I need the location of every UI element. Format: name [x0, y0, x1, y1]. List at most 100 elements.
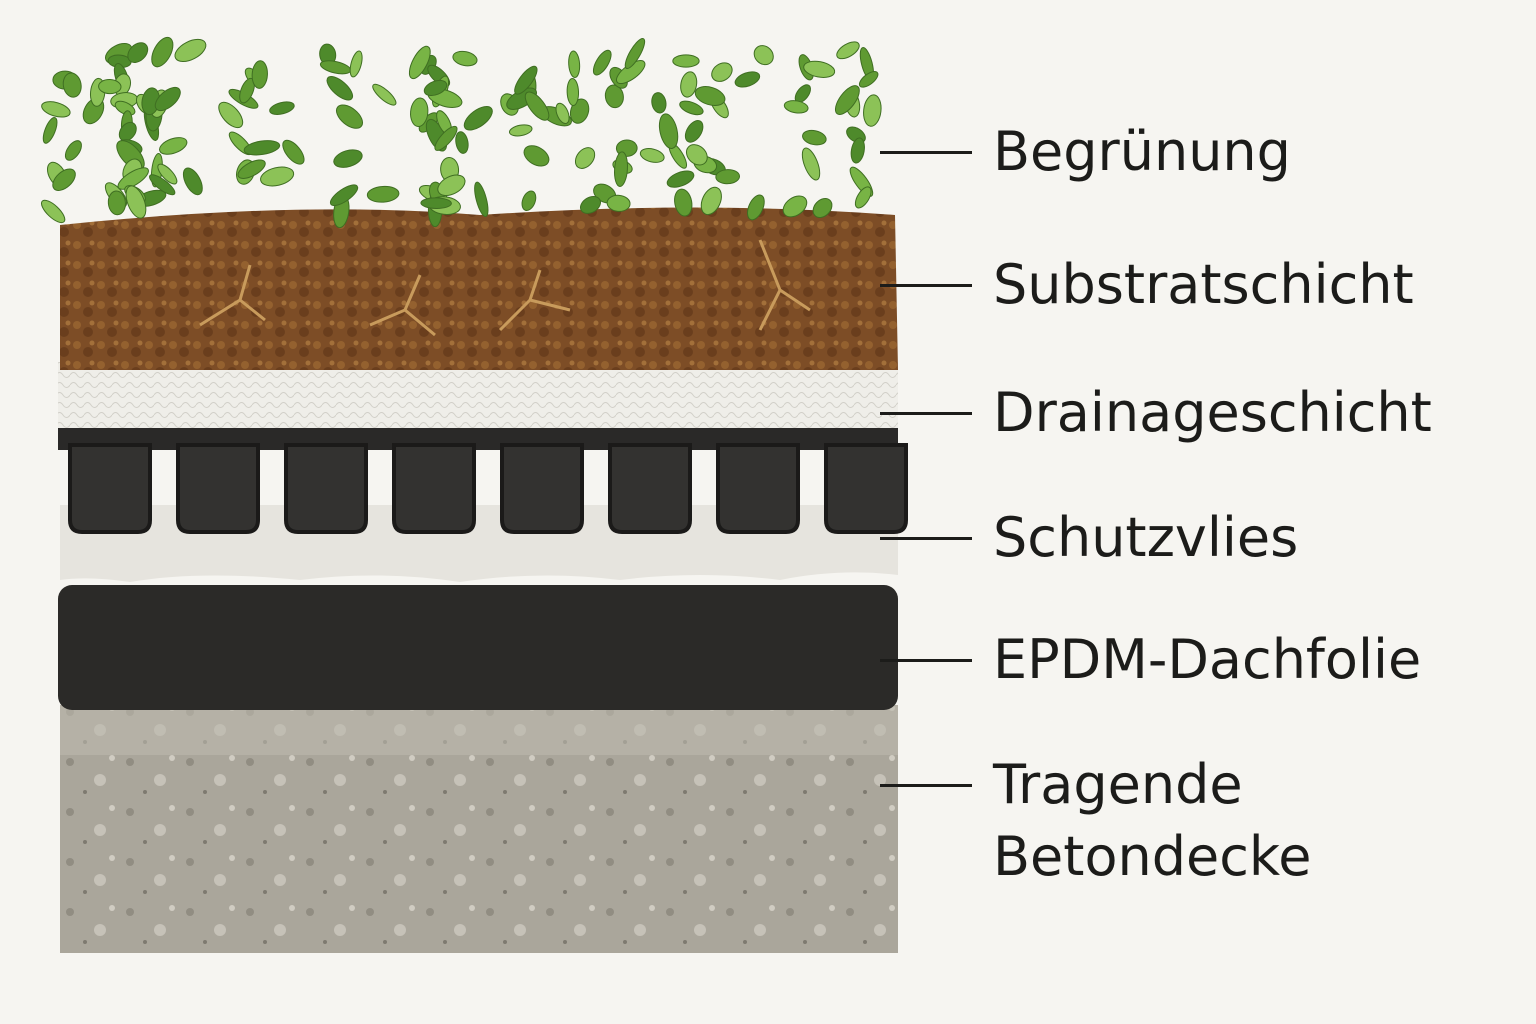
leaf	[151, 36, 174, 68]
leaf	[98, 79, 122, 95]
leaf	[700, 186, 722, 216]
leaf	[812, 197, 833, 219]
leaf	[680, 71, 698, 98]
leaf	[858, 71, 879, 88]
leaf	[658, 113, 679, 149]
drainage-cup	[500, 443, 584, 534]
leaf	[514, 65, 538, 95]
leaf	[566, 77, 580, 107]
leaf	[747, 194, 765, 221]
leaf	[606, 194, 631, 212]
drainage-cup	[824, 443, 908, 534]
leaf	[41, 101, 71, 118]
leaf	[366, 185, 400, 203]
leaf	[624, 38, 646, 70]
drainage-mat-layer	[58, 362, 898, 428]
leaf	[782, 195, 808, 218]
leaf	[159, 137, 188, 155]
plants-layer	[40, 36, 882, 229]
label-substrate: Substratschicht	[993, 253, 1414, 316]
leaf	[282, 139, 305, 165]
leaf	[237, 159, 266, 179]
leaf	[335, 104, 364, 129]
leaf	[154, 86, 181, 112]
leaf	[455, 131, 469, 154]
label-vegetation: Begrünung	[993, 120, 1291, 183]
leaf	[463, 105, 493, 131]
leaf	[52, 168, 76, 191]
leaf	[801, 147, 821, 181]
leader-line	[880, 284, 972, 287]
leaf	[580, 196, 601, 214]
label-drainage: Drainageschicht	[993, 381, 1432, 444]
leaf	[157, 163, 178, 185]
leaf	[854, 186, 872, 209]
leaf	[107, 190, 126, 216]
drainage-cup	[392, 443, 476, 534]
leaf	[685, 144, 708, 166]
leaf	[118, 121, 137, 142]
leaf	[523, 145, 550, 167]
leader-line	[880, 412, 972, 415]
leaf	[802, 129, 827, 146]
leaf	[783, 100, 809, 114]
leaf	[437, 174, 466, 196]
leaf	[423, 79, 448, 97]
leaf	[474, 181, 489, 217]
leaf	[117, 167, 149, 190]
leaf	[42, 117, 58, 144]
leaf	[420, 197, 452, 209]
leaf	[614, 151, 628, 187]
drainage-board	[58, 428, 908, 534]
substrate-layer	[60, 207, 898, 370]
leaf	[333, 149, 363, 168]
leaf	[715, 169, 741, 185]
leaf	[319, 60, 352, 75]
drainage-cup	[716, 443, 800, 534]
label-epdm: EPDM-Dachfolie	[993, 628, 1422, 691]
leaf	[349, 50, 363, 78]
leaf	[666, 170, 695, 188]
leaf	[674, 188, 693, 217]
leaf	[243, 140, 281, 156]
drainage-cup	[608, 443, 692, 534]
leaf	[410, 97, 429, 128]
leaf	[568, 50, 581, 78]
leaf	[651, 92, 667, 114]
roots	[199, 239, 811, 337]
leaf	[524, 91, 550, 121]
leaf	[672, 54, 700, 68]
leaf	[863, 94, 882, 127]
leaf	[127, 42, 149, 63]
leaf	[64, 140, 82, 161]
leaf	[149, 174, 176, 196]
leaf	[850, 137, 865, 164]
leaf	[753, 45, 774, 66]
leaf	[260, 166, 295, 187]
drainage-cup	[176, 443, 260, 534]
leaf	[834, 85, 860, 116]
leaf	[326, 76, 354, 101]
leaf	[40, 199, 66, 224]
leaf	[711, 62, 733, 82]
leaf	[218, 101, 244, 129]
leaf	[174, 38, 207, 63]
leaf	[452, 50, 478, 67]
leaf	[604, 84, 624, 109]
leader-line	[880, 151, 972, 154]
leaf	[521, 190, 537, 211]
leaf	[508, 124, 533, 137]
leaf	[836, 41, 860, 60]
leaf	[329, 184, 359, 207]
leaf	[62, 72, 82, 98]
label-concrete-line1: Tragende	[993, 753, 1243, 816]
leaf	[269, 101, 295, 115]
leaf	[574, 147, 596, 169]
label-concrete-line2: Betondecke	[993, 825, 1312, 888]
leaf	[251, 60, 268, 89]
leaf	[408, 45, 431, 80]
leader-line	[880, 784, 972, 787]
label-protection-fleece: Schutzvlies	[993, 506, 1299, 569]
leaf	[679, 100, 704, 116]
